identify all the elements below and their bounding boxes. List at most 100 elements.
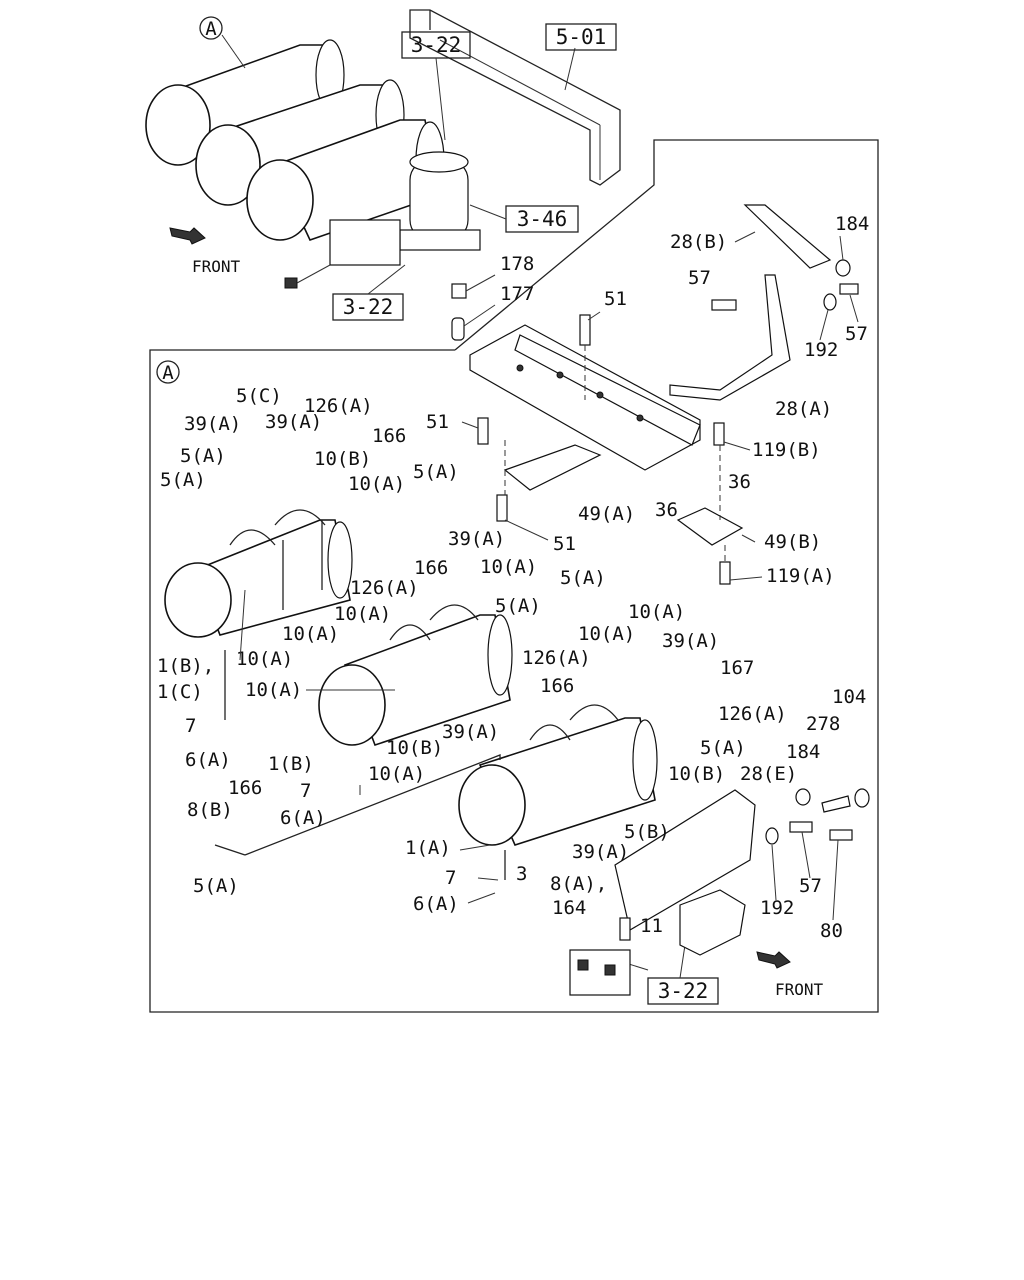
label-8b: 8(B) [187,799,233,821]
label-5a-4: 5(A) [560,567,606,589]
label-51c: 51 [553,533,576,555]
ref-box-3-22-bottom: 3-22 [599,944,719,1005]
fitting-11 [619,917,631,941]
label-10a-8: 10(A) [245,679,302,701]
tank-1b [318,604,513,747]
label-1b: 1(B) [268,753,314,775]
label-36b: 36 [655,499,678,521]
bolt-57c [789,821,813,833]
label-80: 80 [820,920,843,942]
label-39a-4: 39(A) [662,630,719,652]
label-278: 278 [806,713,840,735]
bolt-119a [719,561,731,585]
label-5b: 5(B) [624,821,670,843]
part-labels: 184 28(B) 57 57 192 28(A) 178 177 51 51 … [157,213,869,942]
air-dryer [399,151,481,251]
bracket-28a [669,274,791,401]
label-7c: 7 [445,867,456,889]
label-39a-3: 39(A) [448,528,505,550]
spacer-278 [821,795,851,813]
label-49a: 49(A) [578,503,635,525]
svg-text:3-46: 3-46 [517,207,568,231]
washer-192b [765,827,779,845]
label-126a-1: 126(A) [304,395,373,417]
label-166-3: 166 [540,675,574,697]
detail-frame [149,139,879,1013]
label-10b-1: 10(B) [314,448,371,470]
label-166-4: 166 [228,777,262,799]
label-1a: 1(A) [405,837,451,859]
label-10b-2: 10(B) [386,737,443,759]
label-51: 51 [604,288,627,310]
label-7a: 7 [185,715,196,737]
bolt-57b [839,283,859,295]
label-126a-4: 126(A) [718,703,787,725]
bracket-28b [743,204,832,269]
label-10a-9: 10(A) [368,763,425,785]
bolt-51c [496,494,508,522]
label-28a: 28(A) [775,398,832,420]
tank-1a [458,704,658,846]
label-10a-4: 10(A) [628,601,685,623]
label-28e: 28(E) [740,763,797,785]
label-164: 164 [552,897,586,919]
washer-192 [823,293,837,311]
label-10a-6: 10(A) [578,623,635,645]
label-36a: 36 [728,471,751,493]
front-label-top: FRONT [192,257,241,276]
label-57: 57 [688,267,711,289]
label-49b: 49(B) [764,531,821,553]
nut-184 [835,259,851,277]
label-119b: 119(B) [752,439,821,461]
label-1b-1c: 1(B), [157,655,214,677]
valve-block-bottom [569,949,631,996]
label-6a-2: 6(A) [280,807,326,829]
ref-box-3-22-top: 3-22 [401,31,471,141]
label-167: 167 [720,657,754,679]
label-7b: 7 [300,780,311,802]
label-3: 3 [516,863,527,885]
label-5a-3: 5(A) [413,461,459,483]
label-126a-2: 126(A) [350,577,419,599]
label-10a-7: 10(A) [236,648,293,670]
label-6a-1: 6(A) [185,749,231,771]
label-178: 178 [500,253,534,275]
label-5a-7: 5(A) [193,875,239,897]
label-119a: 119(A) [766,565,835,587]
label-5a-1: 5(A) [180,445,226,467]
label-184: 184 [835,213,869,235]
label-28b: 28(B) [670,231,727,253]
label-10a-2: 10(A) [480,556,537,578]
label-10a-5: 10(A) [282,623,339,645]
plate-49b [676,507,744,546]
ref-box-3-46: 3-46 [469,204,579,233]
label-192b: 192 [760,897,794,919]
label-126a-3: 126(A) [522,647,591,669]
label-39a-2: 39(A) [265,411,322,433]
circle-marker-a: A [205,18,217,40]
bolt-80 [829,829,853,841]
svg-text:3-22: 3-22 [411,33,462,57]
tank-1b-1c [164,509,353,638]
bolt-57 [711,299,737,311]
label-6a-3: 6(A) [413,893,459,915]
label-184b: 184 [786,741,820,763]
label-10a-3: 10(A) [334,603,391,625]
front-arrow-icon [169,227,206,245]
label-166-2: 166 [414,557,448,579]
leader-lines [239,231,859,921]
front-arrow-icon-bottom [756,951,791,969]
label-51b: 51 [426,411,449,433]
svg-text:5-01: 5-01 [556,25,607,49]
svg-text:3-22: 3-22 [343,295,394,319]
label-5c: 5(C) [236,385,282,407]
label-39a-6: 39(A) [572,841,629,863]
overview-assembly: A FRONT [145,9,621,341]
label-57c: 57 [799,875,822,897]
label-192: 192 [804,339,838,361]
label-166-1: 166 [372,425,406,447]
label-10b-3: 10(B) [668,763,725,785]
label-10a-1: 10(A) [348,473,405,495]
ref-box-5-01: 5-01 [545,23,617,51]
